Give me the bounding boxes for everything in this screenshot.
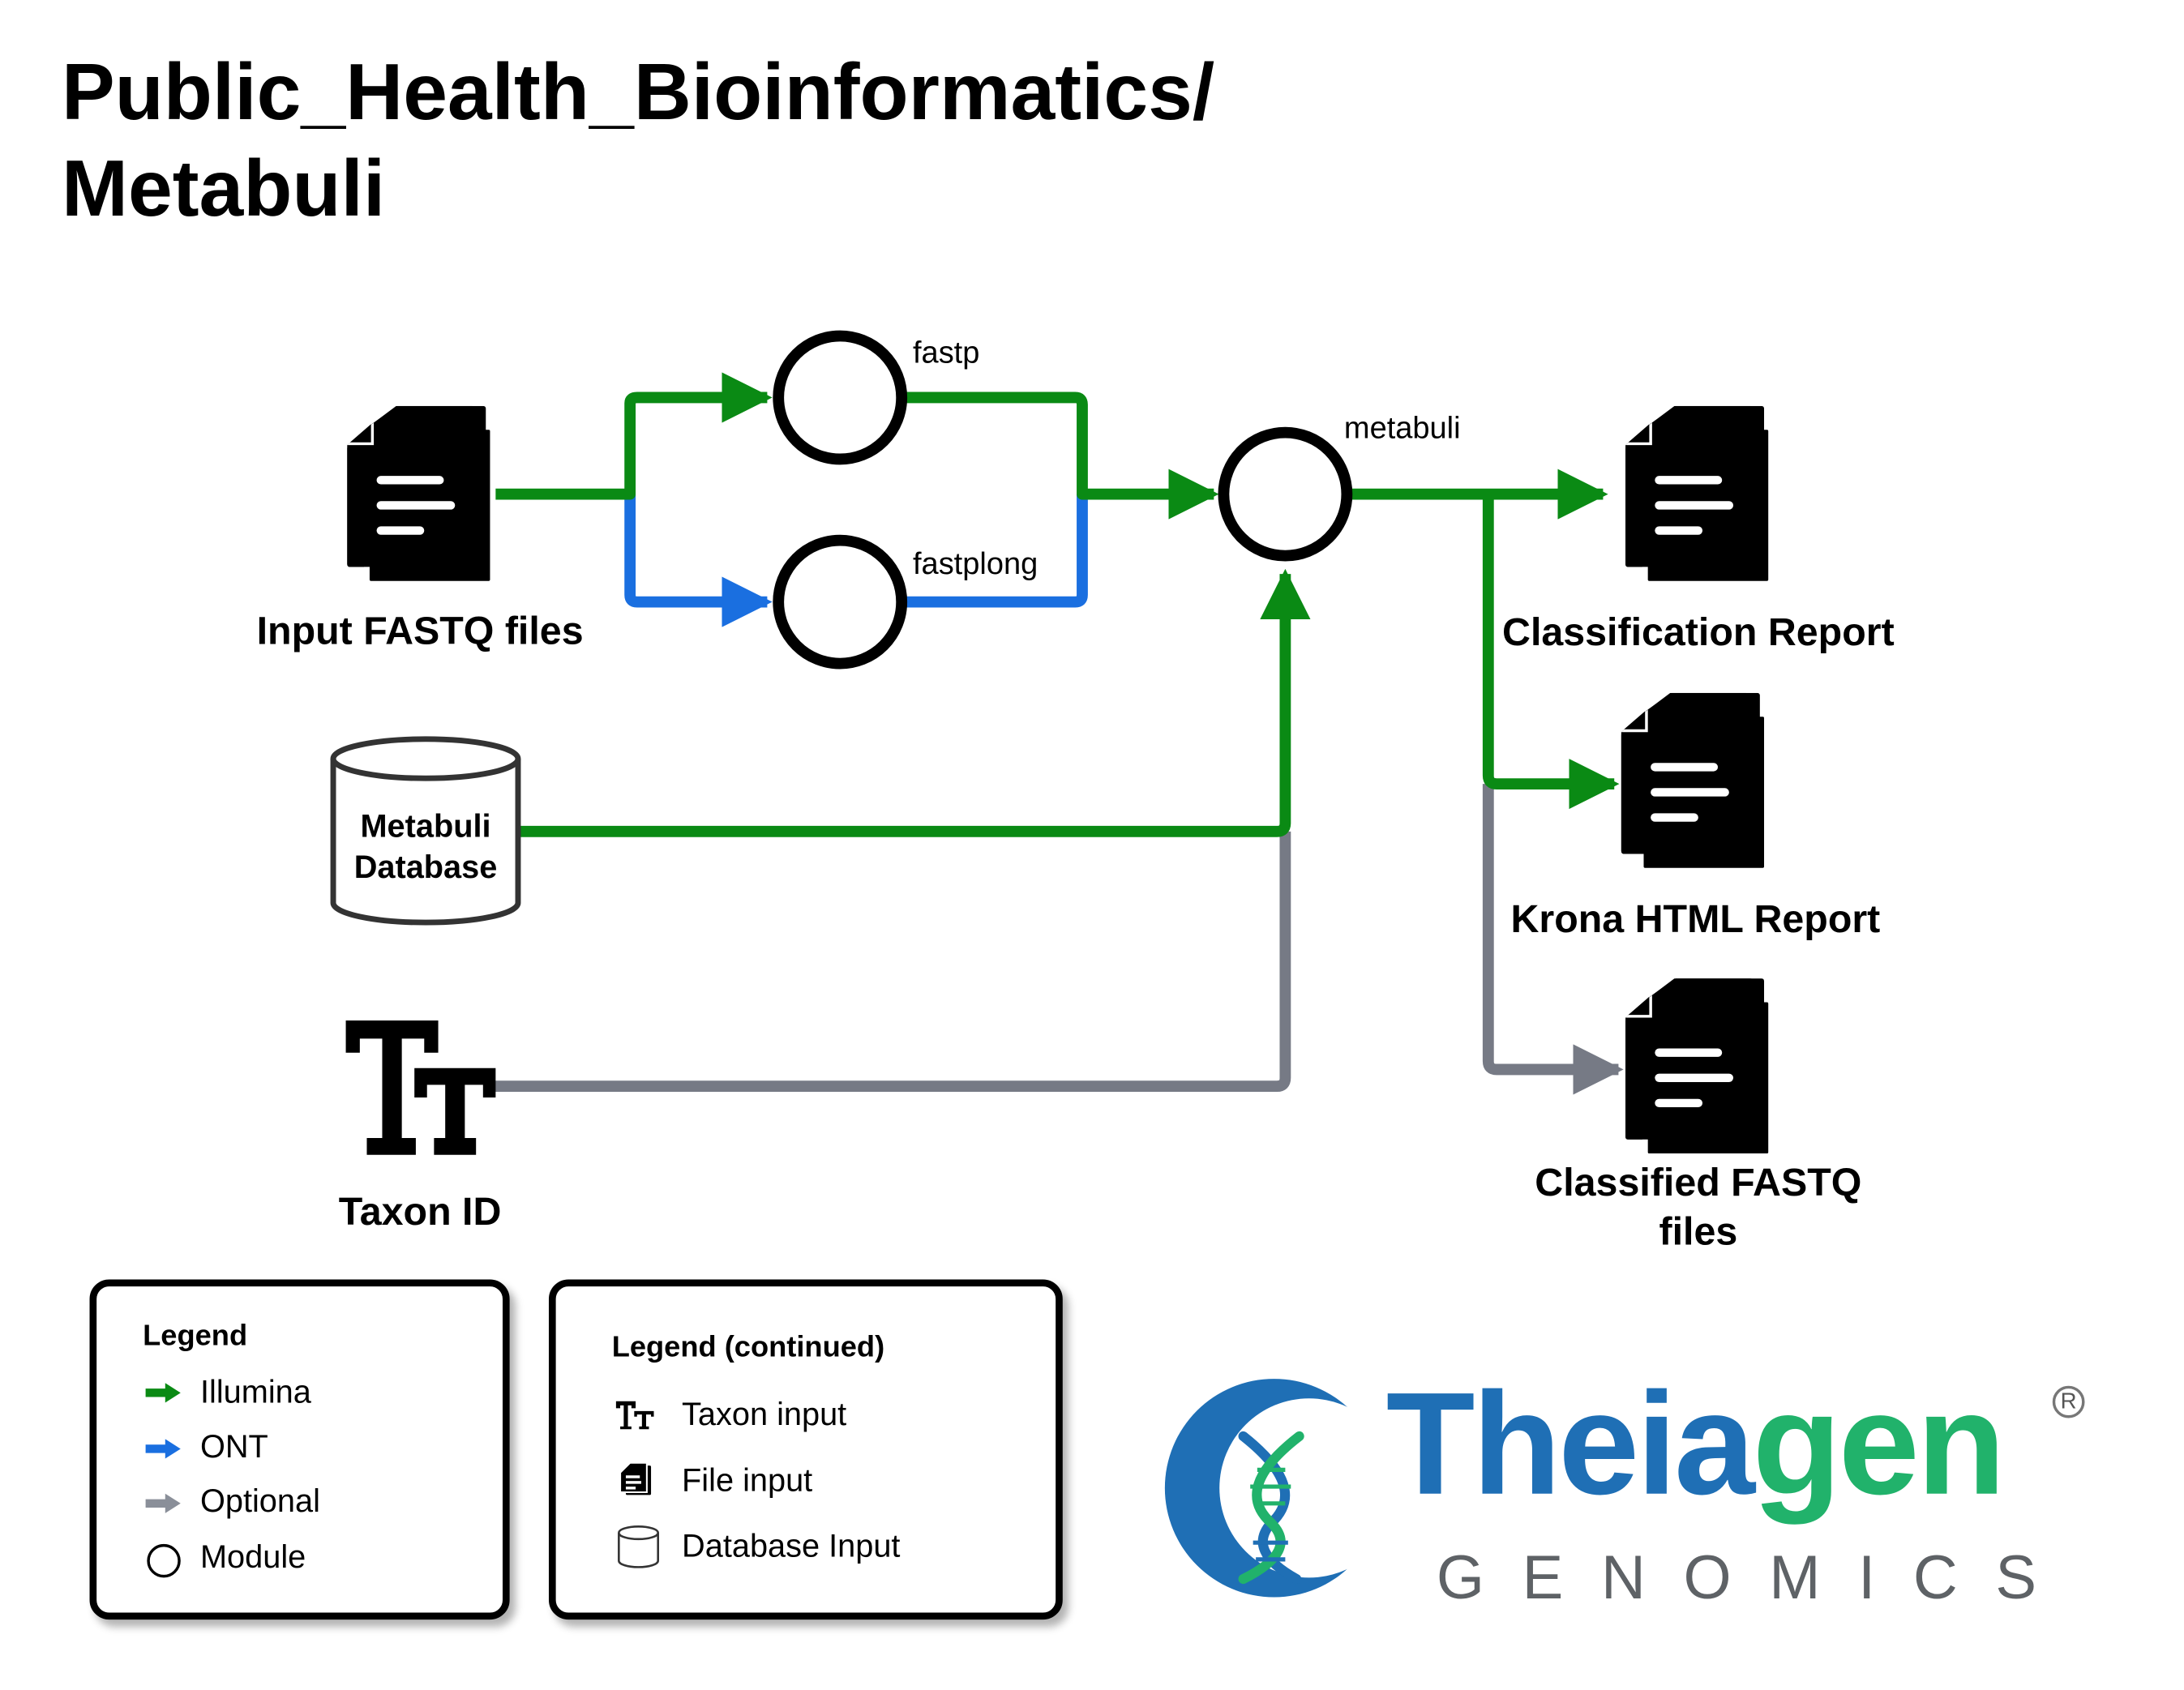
database-icon [618, 1525, 659, 1568]
text-tt-icon [615, 1401, 654, 1430]
legend-item-module: Module [199, 1538, 306, 1575]
database-label: Metabuli Database [335, 806, 517, 888]
legend-item-file-input: File input [682, 1461, 813, 1498]
fastp-module [773, 330, 908, 465]
database-label-line-2: Database [353, 848, 498, 885]
theiagen-wordmark: Theiagen [1386, 1371, 2006, 1517]
taxon-id-label: Taxon ID [338, 1189, 502, 1234]
edge-metabuli-to-classified-fastq [1482, 784, 1624, 1095]
legend-continued-box: Legend (continued) Taxon input File inpu… [548, 1279, 1063, 1620]
taxon-id-icon [345, 1020, 496, 1155]
legend-item-ont: ONT [199, 1427, 268, 1465]
edge-metabuli-to-krona [1482, 494, 1620, 810]
legend-item-database-input: Database Input [682, 1527, 901, 1564]
input-fastq-label: Input FASTQ files [256, 609, 584, 652]
classification-report-label: Classification Report [1502, 610, 1895, 654]
input-fastq-document-icon [347, 406, 493, 584]
legend-item-taxon-input: Taxon input [682, 1395, 847, 1432]
fastplong-label: fastplong [913, 546, 1038, 581]
registered-mark-icon: R [2052, 1385, 2085, 1418]
classified-fastq-label-line-1: Classified FASTQ [1535, 1160, 1862, 1204]
fastp-label: fastp [913, 334, 980, 370]
metabuli-module [1218, 426, 1353, 562]
krona-report-label: Krona HTML Report [1510, 897, 1881, 941]
ont-arrow-icon [145, 1439, 181, 1459]
classified-fastq-label-line-2: files [1659, 1209, 1738, 1253]
classified-fastq-document-icon [1625, 978, 1771, 1156]
edge-taxon-to-metabuli [494, 831, 1291, 1093]
legend-item-illumina: Illumina [199, 1373, 311, 1410]
document-icon [619, 1461, 652, 1495]
edge-input-to-fastp [494, 372, 773, 500]
metabuli-label: metabuli [1343, 410, 1461, 446]
wordmark-part-1: Theia [1385, 1363, 1755, 1526]
classification-report-document-icon [1625, 406, 1771, 584]
fastplong-module [773, 534, 908, 670]
edge-fastp-to-metabuli [902, 391, 1219, 520]
illumina-arrow-icon [145, 1383, 181, 1403]
edge-database-to-metabuli [517, 568, 1311, 837]
title-line-1: Public_Health_Bioinformatics/ [61, 47, 1215, 138]
page-title: Public_Health_Bioinformatics/ Metabuli [62, 45, 1214, 237]
legend-title: Legend [143, 1320, 248, 1353]
classified-fastq-label: Classified FASTQ files [1498, 1157, 1899, 1256]
edge-fastplong-to-metabuli [902, 494, 1088, 608]
optional-arrow-icon [145, 1493, 181, 1513]
legend-continued-title: Legend (continued) [611, 1331, 885, 1364]
edge-input-to-fastplong [624, 494, 773, 627]
title-line-2: Metabuli [61, 143, 386, 234]
wordmark-part-2: gen [1752, 1363, 2006, 1526]
legend-item-optional: Optional [199, 1482, 320, 1519]
database-label-line-1: Metabuli [360, 807, 491, 845]
legend-box: Legend Illumina ONT Optional Module [89, 1279, 510, 1620]
theiagen-logo-mark [1164, 1379, 1399, 1598]
krona-report-document-icon [1621, 693, 1767, 871]
genomics-subtitle: GENOMICS [1436, 1543, 2075, 1613]
module-circle-icon [147, 1543, 181, 1578]
metabuli-database-icon [330, 736, 521, 926]
